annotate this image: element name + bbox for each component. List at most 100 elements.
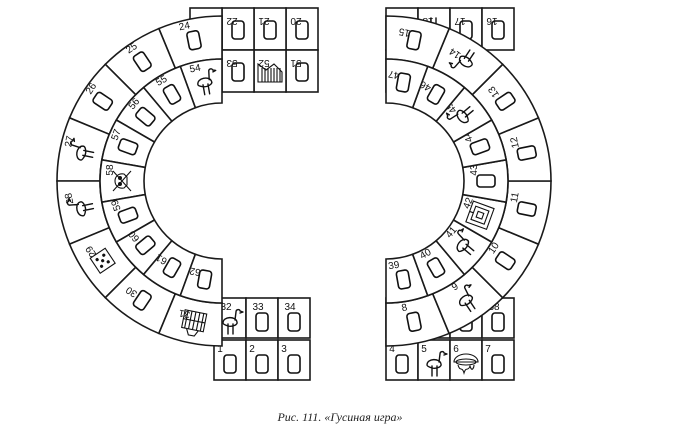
square-number: 57 — [110, 127, 124, 142]
square-number: 42 — [462, 196, 476, 211]
token-slot-icon — [135, 235, 156, 256]
token-slot-icon — [494, 91, 516, 111]
token-slot-icon — [395, 354, 409, 374]
square-number: 7 — [485, 344, 491, 355]
board-square-33: 33 — [245, 297, 279, 339]
square-number: 8 — [401, 302, 409, 314]
board-square-56: 56 — [115, 86, 173, 144]
board-square-52: 52 — [253, 49, 287, 93]
token-slot-icon — [117, 138, 139, 156]
square-number: 32 — [220, 302, 232, 313]
token-slot-icon — [255, 312, 269, 332]
square-number: 18 — [422, 15, 434, 26]
token-slot-icon — [263, 20, 277, 40]
token-slot-icon — [494, 251, 516, 271]
token-slot-icon — [231, 20, 245, 40]
goose-icon — [458, 284, 476, 313]
board-square-51: 51 — [285, 49, 319, 93]
board-square-43: 43 — [461, 158, 509, 204]
token-slot-icon — [186, 29, 202, 51]
square-number: 12 — [509, 136, 522, 149]
figure-caption: Рис. 111. «Гусиная игра» — [277, 410, 403, 424]
token-slot-icon — [395, 72, 412, 93]
token-slot-icon — [92, 91, 114, 111]
prison-icon — [181, 309, 208, 337]
token-slot-icon — [491, 20, 505, 40]
board-square-55: 55 — [142, 65, 197, 123]
goose-icon — [426, 350, 448, 377]
token-slot-icon — [162, 83, 182, 105]
board-square-34: 34 — [277, 297, 311, 339]
square-number: 34 — [284, 302, 296, 313]
square-number: 27 — [63, 135, 76, 148]
token-slot-icon — [135, 106, 156, 127]
square-number: 17 — [454, 15, 466, 26]
square-number: 51 — [290, 57, 302, 68]
token-slot-icon — [426, 257, 446, 279]
square-number: 9 — [450, 281, 461, 293]
token-slot-icon — [469, 138, 491, 156]
game-board: 1233233344567353637381918171650494820212… — [56, 7, 552, 381]
dice-icon — [89, 247, 116, 274]
board-square-42: 42 — [452, 193, 508, 244]
square-number: 15 — [398, 25, 411, 38]
square-number: 52 — [258, 57, 270, 68]
square-number: 59 — [109, 198, 123, 213]
inn-icon — [257, 62, 283, 83]
square-number: 40 — [418, 247, 434, 262]
square-number: 62 — [188, 264, 201, 277]
board-square-47: 47 — [385, 58, 429, 109]
square-number: 43 — [469, 164, 480, 176]
goose-icon — [445, 106, 474, 124]
square-number: 21 — [258, 15, 270, 26]
goose-icon — [66, 197, 95, 217]
token-slot-icon — [395, 269, 412, 290]
token-slot-icon — [426, 83, 446, 105]
square-number: 38 — [488, 302, 500, 313]
board-square-59: 59 — [100, 193, 156, 244]
square-number: 16 — [486, 15, 498, 26]
token-slot-icon — [132, 289, 152, 311]
square-number: 3 — [281, 344, 287, 355]
token-slot-icon — [162, 257, 182, 279]
board-square-20: 20 — [285, 7, 319, 51]
board-square-21: 21 — [253, 7, 287, 51]
token-slot-icon — [295, 62, 309, 82]
goose-icon — [222, 308, 244, 335]
token-slot-icon — [132, 51, 152, 73]
token-slot-icon — [196, 269, 213, 290]
square-number: 53 — [226, 57, 238, 68]
square-number: 54 — [189, 63, 202, 76]
board-square-39: 39 — [385, 253, 429, 304]
token-slot-icon — [491, 354, 505, 374]
board-square-16: 16 — [481, 7, 515, 51]
square-number: 33 — [252, 302, 264, 313]
board-square-22: 22 — [221, 7, 255, 51]
board-square-5: 5 — [417, 339, 451, 381]
square-number: 24 — [178, 20, 191, 33]
board-square-6: 6 — [449, 339, 483, 381]
token-slot-icon — [231, 62, 245, 82]
square-number: 6 — [453, 344, 459, 355]
token-slot-icon — [406, 29, 422, 51]
square-number: 61 — [154, 251, 170, 266]
board-square-3: 3 — [277, 339, 311, 381]
skull-icon — [112, 170, 132, 192]
well-icon — [453, 353, 479, 375]
board-square-62: 62 — [179, 253, 223, 304]
board-square-53: 53 — [221, 49, 255, 93]
square-number: 4 — [389, 344, 395, 355]
square-number: 31 — [178, 307, 191, 320]
board-square-57: 57 — [100, 118, 156, 169]
token-slot-icon — [516, 201, 538, 217]
board-square-7: 7 — [481, 339, 515, 381]
token-slot-icon — [476, 174, 496, 188]
token-slot-icon — [491, 312, 505, 332]
square-number: 28 — [63, 192, 76, 205]
maze-icon — [465, 200, 495, 231]
square-number: 2 — [249, 344, 255, 355]
token-slot-icon — [406, 311, 422, 333]
token-slot-icon — [117, 206, 139, 224]
square-number: 39 — [387, 260, 400, 273]
square-number: 47 — [387, 68, 400, 81]
